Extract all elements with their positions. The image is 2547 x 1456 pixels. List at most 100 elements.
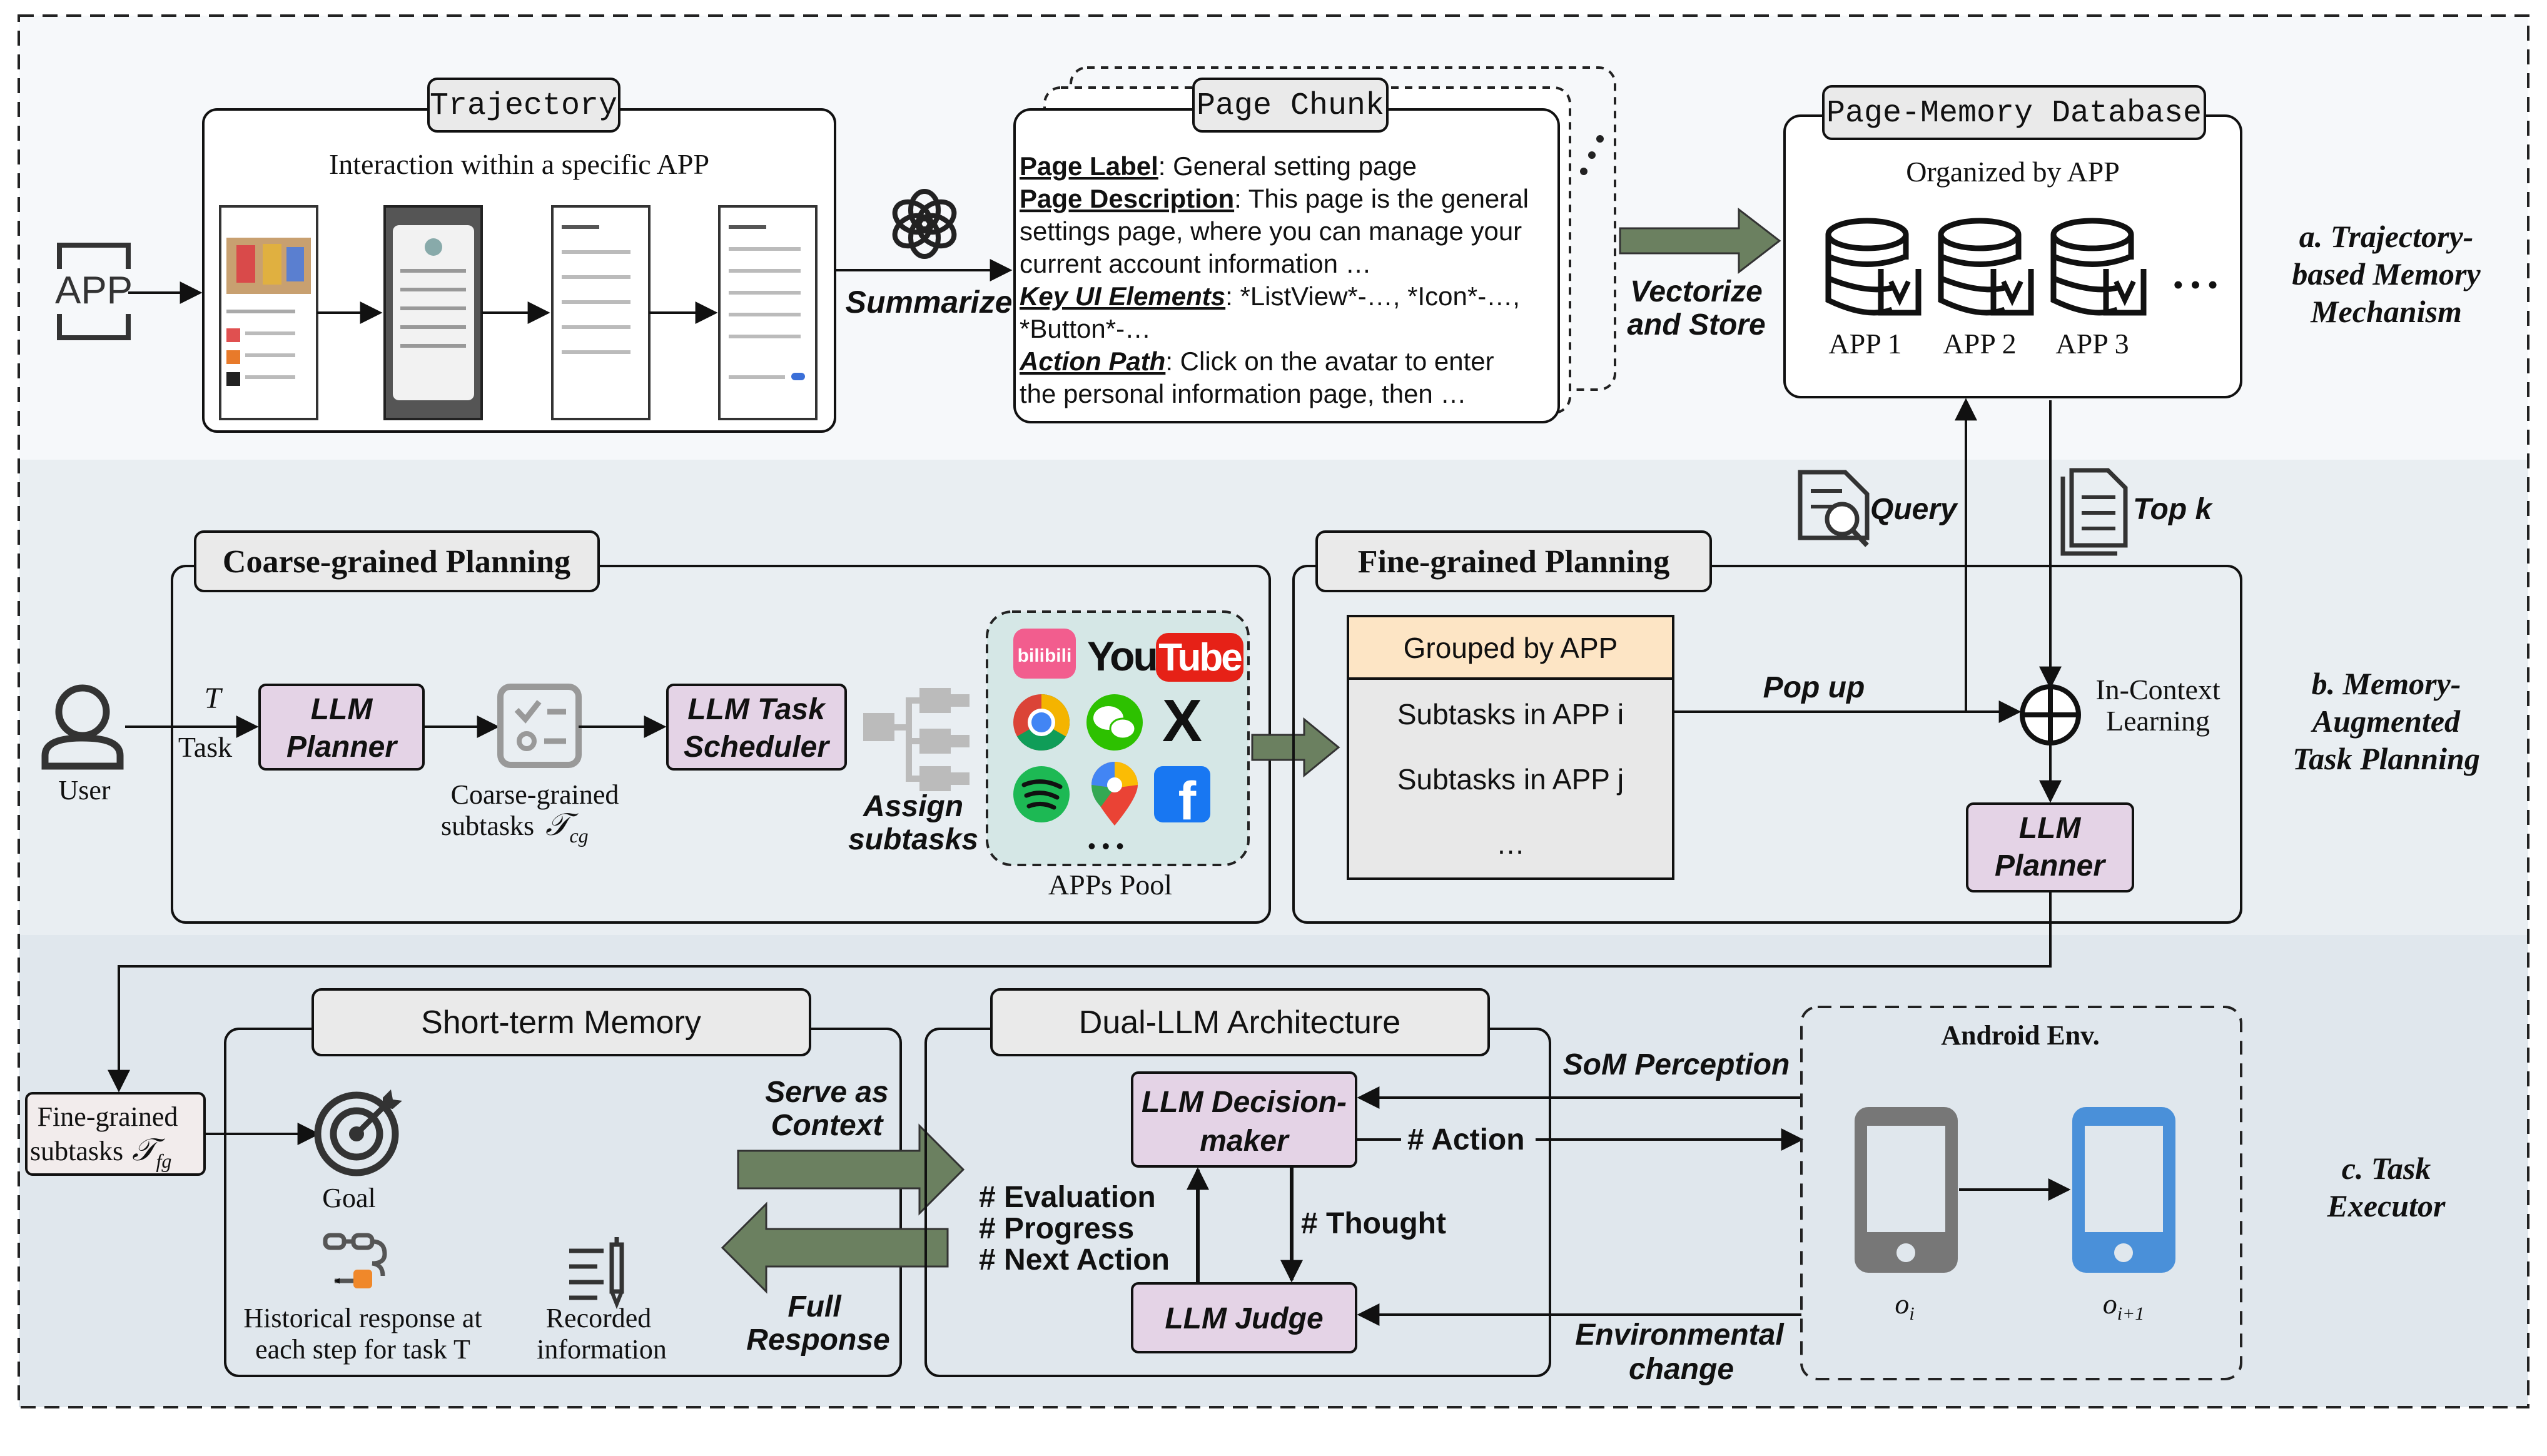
app-icon-text: APP: [55, 269, 133, 312]
evaluation-label: # Evaluation: [979, 1181, 1156, 1214]
svg-text:Page Description: This page is: Page Description: This page is the gener…: [1020, 184, 1529, 213]
hierarchy-icon: [863, 688, 970, 791]
short-term-memory-title-tab: [311, 988, 811, 1056]
observation-next-symbol: o: [2103, 1288, 2117, 1320]
coarse-planning-title: Coarse-grained Planning: [223, 544, 570, 580]
section-c-label: c. Task: [2342, 1151, 2431, 1186]
historical-response-label: Historical response at: [243, 1303, 482, 1333]
android-env-title: Android Env.: [1941, 1020, 2100, 1051]
screenshot-1: [219, 205, 318, 420]
decision-maker-label: maker: [1200, 1125, 1290, 1158]
app-2-label: APP 2: [1943, 328, 2016, 360]
fine-planning-title: Fine-grained Planning: [1358, 544, 1669, 580]
llm-decision-maker: [1131, 1071, 1357, 1168]
goal-label: Goal: [322, 1183, 376, 1213]
observation-next-subscript: i+1: [2117, 1303, 2145, 1324]
chrome-logo: [1013, 694, 1070, 751]
section-b-label: Task Planning: [2292, 741, 2480, 776]
observation-i-subscript: i: [1909, 1303, 1914, 1324]
database-ellipsis: • • •: [2174, 270, 2218, 300]
task-label: Task: [178, 731, 232, 763]
youtube-logo-you: You: [1087, 633, 1157, 679]
user-label: User: [58, 775, 110, 806]
chunk-label-key: Page Label: [1020, 151, 1158, 181]
top-k-document-icon: [2060, 468, 2128, 556]
bilibili-logo: bilibili: [1013, 629, 1076, 679]
database-title-tab: [1822, 85, 2206, 140]
fine-subtasks-word: subtasks: [30, 1136, 123, 1166]
assign-subtasks-label: Assign: [863, 790, 963, 823]
apps-pool-label: APPs Pool: [1048, 869, 1172, 901]
llm-task-scheduler: [666, 684, 847, 771]
dual-llm-title: Dual-LLM Architecture: [1079, 1004, 1400, 1041]
page-chunk-title-tab: [1192, 78, 1389, 133]
recorded-information-label: Recorded: [546, 1303, 652, 1333]
full-response-label: Full: [787, 1290, 842, 1323]
section-b-label: b. Memory-: [2312, 666, 2461, 701]
scheduler-label: LLM Task: [687, 693, 826, 726]
spotify-logo: [1013, 766, 1070, 822]
svg-text:Page Label: General setting pa: Page Label: General setting page: [1020, 151, 1417, 181]
screenshot-4: [718, 205, 818, 420]
full-response-label: Response: [746, 1323, 889, 1357]
phone-next-icon: [2072, 1107, 2175, 1273]
coarse-subtasks-subscript: cg: [569, 824, 588, 847]
goal-target-icon: [314, 1089, 402, 1176]
section-a-label: based Memory: [2292, 256, 2481, 291]
observation-i-symbol: o: [1895, 1288, 1909, 1320]
pop-up-label: Pop up: [1763, 671, 1865, 704]
stack-dot: [1588, 151, 1596, 159]
apps-pool-ellipsis: • • •: [1088, 833, 1124, 859]
assign-subtasks-label: subtasks: [848, 823, 978, 856]
database-subtitle: Organized by APP: [1906, 156, 2120, 188]
observation-next: oi+1: [2103, 1288, 2145, 1324]
database-title: Page-Memory Database: [1826, 96, 2202, 131]
llm-judge: [1131, 1282, 1357, 1353]
section-c-label: Executor: [2327, 1188, 2446, 1223]
fine-grained-planning-box: [1292, 565, 2242, 924]
environmental-change-label: Environmental: [1575, 1318, 1785, 1352]
chunk-path-key: Action Path: [1019, 346, 1165, 376]
task-symbol: T: [205, 682, 223, 715]
trajectory-subtitle: Interaction within a specific APP: [329, 148, 709, 180]
som-perception-label: SoM Perception: [1563, 1048, 1790, 1081]
android-env-box: [1800, 1006, 2242, 1380]
app-icon: APP: [55, 243, 133, 340]
section-b-label: Augmented: [2311, 704, 2461, 739]
chunk-path-value: : Click on the avatar to enter: [1165, 346, 1494, 376]
grouped-header-label: Grouped by APP: [1404, 632, 1618, 664]
facebook-logo-text: f: [1178, 771, 1197, 831]
database-icon-app1: [1825, 218, 1922, 316]
historical-response-label: each step for task T: [255, 1334, 470, 1365]
trajectory-title-tab: [427, 78, 620, 133]
llm-planner-fine-label: LLM: [2019, 812, 2082, 845]
chunk-ui-line: *Button*-…: [1020, 314, 1151, 343]
llm-planner-label: LLM: [311, 693, 373, 726]
vectorize-label: and Store: [1627, 308, 1765, 341]
user-icon: [41, 684, 124, 770]
app-1-label: APP 1: [1828, 328, 1901, 360]
next-action-label: # Next Action: [979, 1243, 1170, 1277]
chunk-description-key: Page Description: [1020, 184, 1234, 213]
facebook-logo: f: [1154, 766, 1210, 831]
svg-text:Key UI Elements: *ListView*-…,: Key UI Elements: *ListView*-…, *Icon*-…,: [1020, 281, 1520, 311]
history-chain-icon: [323, 1233, 387, 1288]
top-k-label: Top k: [2133, 493, 2214, 526]
in-context-learning-plus-icon: [2020, 684, 2081, 746]
chunk-description-line: settings page, where you can manage your: [1020, 216, 1522, 246]
coarse-planning-title-tab: [194, 530, 600, 592]
short-term-memory-title: Short-term Memory: [421, 1004, 701, 1041]
fine-subtasks-label: Fine-grained: [38, 1101, 178, 1132]
subtask-app-j: Subtasks in APP j: [1397, 763, 1624, 796]
action-label-bg: [1401, 1121, 1536, 1156]
subtask-more: …: [1496, 827, 1525, 860]
serve-as-context-arrow: [737, 1123, 965, 1216]
thought-label: # Thought: [1301, 1207, 1446, 1240]
observation-i: oi: [1895, 1288, 1914, 1324]
action-label: # Action: [1407, 1123, 1525, 1156]
chunk-ui-value: : *ListView*-…, *Icon*-…,: [1225, 281, 1520, 311]
fine-planning-title-tab: [1315, 530, 1712, 592]
x-logo-text: X: [1162, 687, 1202, 754]
llm-planner-label: Planner: [286, 731, 398, 764]
